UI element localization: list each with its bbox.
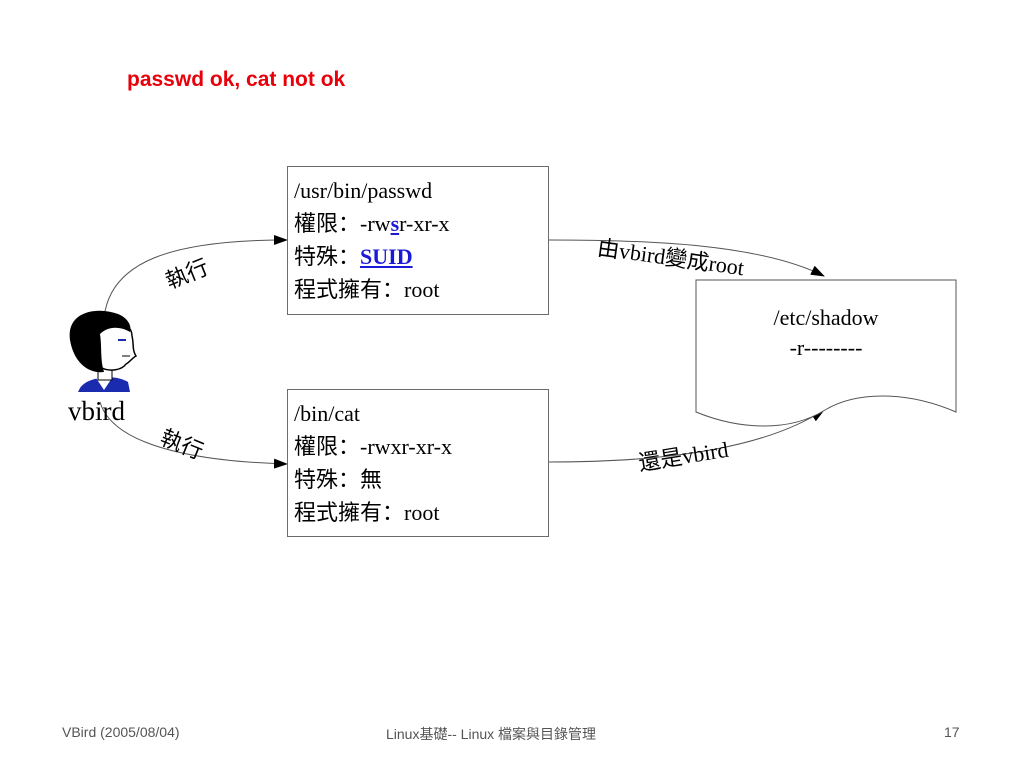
passwd-perm-pre: -rw: [360, 211, 391, 236]
footer-left: VBird (2005/08/04): [62, 724, 180, 740]
passwd-perm-post: r-xr-x: [399, 211, 450, 236]
passwd-perm-label: 權限：: [294, 211, 361, 236]
footer-page-number: 17: [944, 724, 960, 740]
passwd-special-label: 特殊：: [294, 244, 361, 269]
passwd-path: /usr/bin/passwd: [294, 178, 433, 203]
footer-center: Linux基礎-- Linux 檔案與目錄管理: [386, 726, 597, 742]
still-vbird-curve: [548, 409, 825, 463]
passwd-perm-suid-bit: s: [390, 211, 400, 236]
slide-title: passwd ok, cat not ok: [127, 68, 346, 91]
exec-bottom-curve: [99, 401, 288, 469]
person-name: vbird: [68, 396, 125, 426]
shadow-perm: -r--------: [789, 335, 863, 360]
cat-box: /bin/cat 權限：-rwxr-xr-x 特殊：無 程式擁有：root: [287, 389, 549, 537]
exec-top-curve: [103, 235, 288, 319]
passwd-special: 特殊：SUID: [294, 240, 548, 273]
shadow-document-shape: [695, 279, 957, 427]
passwd-owner: 程式擁有：root: [294, 277, 440, 302]
passwd-box: /usr/bin/passwd 權限：-rwsr-xr-x 特殊：SUID 程式…: [287, 166, 549, 315]
shadow-path: /etc/shadow: [773, 305, 879, 330]
passwd-special-value: SUID: [360, 244, 413, 269]
person-icon: [69, 310, 138, 392]
cat-path: /bin/cat: [294, 401, 360, 426]
cat-perm: 權限：-rwxr-xr-x: [294, 434, 452, 459]
become-root-curve: [548, 239, 825, 277]
passwd-perm: 權限：-rwsr-xr-x: [294, 207, 548, 240]
shadow-file-text: /etc/shadow -r--------: [696, 303, 956, 363]
cat-owner: 程式擁有：root: [294, 500, 440, 525]
cat-special: 特殊：無: [294, 467, 383, 492]
